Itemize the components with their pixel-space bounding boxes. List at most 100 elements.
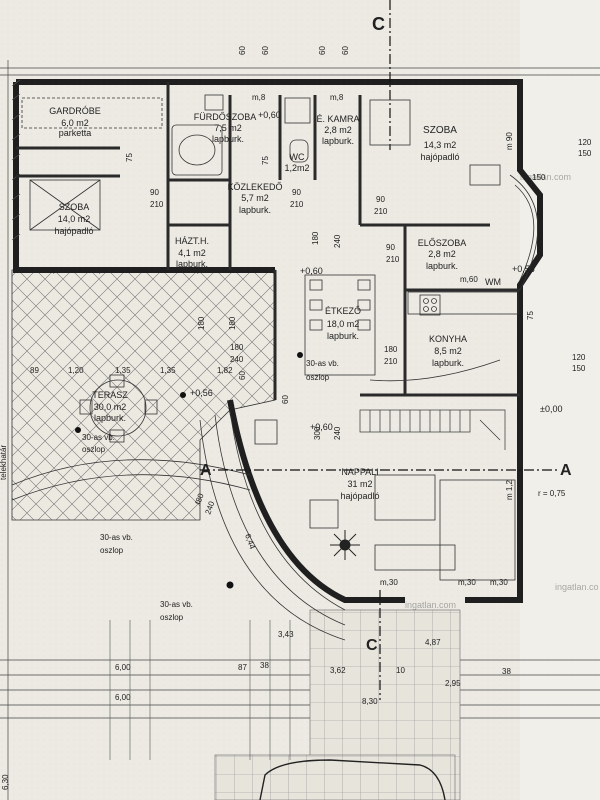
room-area: 18,0 m2 [327,319,360,329]
plant-icon [330,530,360,560]
dim-label: 120 [572,353,586,362]
dim-label: 240 [203,500,216,516]
room-name: KÖZLEKEDŐ [227,182,282,192]
level-marker: +0,60 [310,422,333,432]
dim-label: 150 [532,173,546,182]
dim-label: 210 [386,255,400,264]
room-area: 30,0 m2 [94,402,127,412]
wardrobe [21,97,163,129]
outer-walls [13,79,543,603]
room-eloszoba: ELŐSZOBA 2,8 m2 lapburk. [418,238,467,271]
dim-label: 60 [281,395,290,404]
dim-label: 90 [376,195,385,204]
level-marker: +0,60 [300,266,323,276]
section-mark-a-left: A [200,462,212,479]
section-mark-a-right: A [560,462,572,479]
watermarks: ingatlan.com ingatlan.com ingatlan.co [405,172,599,610]
dim-label: 180 [384,345,398,354]
bed-right [369,99,411,146]
dim-label: 1,35 [115,366,131,375]
room-name: SZOBA [423,125,457,136]
dim-label: 180 [311,231,320,245]
dim-label: 210 [150,200,164,209]
level-marker: ±0,00 [540,404,562,414]
dim-label: m,60 [460,275,478,284]
room-wc: WC 1,2m2 [284,152,309,173]
room-name: HÁZT.H. [175,236,209,246]
room-floor: lapburk. [327,331,359,341]
dim-label: 180 [230,343,244,352]
room-floor: lapburk. [432,358,464,368]
room-szoba-right: SZOBA 14,3 m2 hajópadló [420,125,459,162]
room-name: FÜRDŐSZOBA [194,112,257,122]
column-label: 30-as vb. [306,359,339,368]
wm-label: WM [485,277,501,287]
dim-label: 120 [578,138,592,147]
room-szoba-left: SZOBA 14,0 m2 hajópadló [54,202,93,236]
paving-area-2 [214,754,456,800]
room-etkezo: ÉTKEZŐ 18,0 m2 lapburk. [325,306,361,341]
dim-label: 180 [228,316,237,330]
room-kozlekedo: KÖZLEKEDŐ 5,7 m2 lapburk. [227,182,282,215]
room-area: 6,0 m2 [61,118,89,128]
rug [374,474,436,521]
curved-steps [11,174,539,641]
dim-label: 38 [502,667,511,676]
dim-label: m,60 [190,266,208,275]
dim-label: m,8 [252,93,266,102]
kitchen-stove [419,294,441,316]
fixtures [21,94,519,581]
right-light-strip [520,0,600,800]
room-name: WC [290,152,305,162]
dim-label: 210 [384,357,398,366]
dim-label: 240 [230,355,244,364]
room-terasz: TERASZ 30,0 m2 lapburk. [92,390,128,423]
room-area: 4,1 m2 [178,248,206,258]
room-area: 5,7 m2 [241,193,269,203]
stairs [359,409,506,450]
dim-label: m 1,2 [505,479,514,500]
section-mark-c-top: C [372,14,385,34]
room-konyha: KONYHA 8,5 m2 lapburk. [429,334,467,368]
dim-label: 90 [292,188,301,197]
room-area: 14,0 m2 [58,214,91,224]
dim-label: 89 [30,366,39,375]
room-floor: hajópadló [340,491,379,501]
dim-label: 90 [386,243,395,252]
dim-label: 150 [578,149,592,158]
column-label: 30-as vb. [160,600,193,609]
column-label: 30-as vb. [100,533,133,542]
dimension-lines-bottom [109,620,291,760]
room-floor: parketta [59,128,92,138]
dim-label: 60 [261,46,270,55]
bed-left [29,179,101,231]
dim-label: 3,43 [278,630,294,639]
dim-label: 2,95 [445,679,461,688]
room-floor: lapburk. [426,261,458,271]
kitchen-counter [407,291,519,315]
column-label: oszlop [100,546,124,555]
bathtub [171,124,223,176]
room-area: 1,2m2 [284,163,309,173]
margin-lines [0,60,600,800]
section-markers: A A C C WM telekhatár [0,14,572,654]
column-label: oszlop [306,373,330,382]
room-haztartasi: HÁZT.H. 4,1 m2 lapburk. [175,236,209,269]
room-area: 7,5 m2 [214,123,242,133]
level-marker: +0,60 [258,110,281,120]
dimension-labels: 60 60 60 60 75 75 90 210 90 210 90 210 1… [1,46,592,790]
interior-walls [16,82,520,400]
desk-right [469,164,501,186]
dim-label: 75 [125,153,134,162]
room-name: TERASZ [92,390,128,400]
dim-label: 75 [526,311,535,320]
room-name: ELŐSZOBA [418,238,467,248]
room-floor: hajópadló [54,226,93,236]
level-marker: +0,56 [512,264,535,274]
column-label: 30-as vb. [82,433,115,442]
room-name: É. KAMRA [316,114,359,124]
dim-label: 1,82 [217,366,233,375]
dim-label: 210 [374,207,388,216]
dim-label: 1,35 [160,366,176,375]
